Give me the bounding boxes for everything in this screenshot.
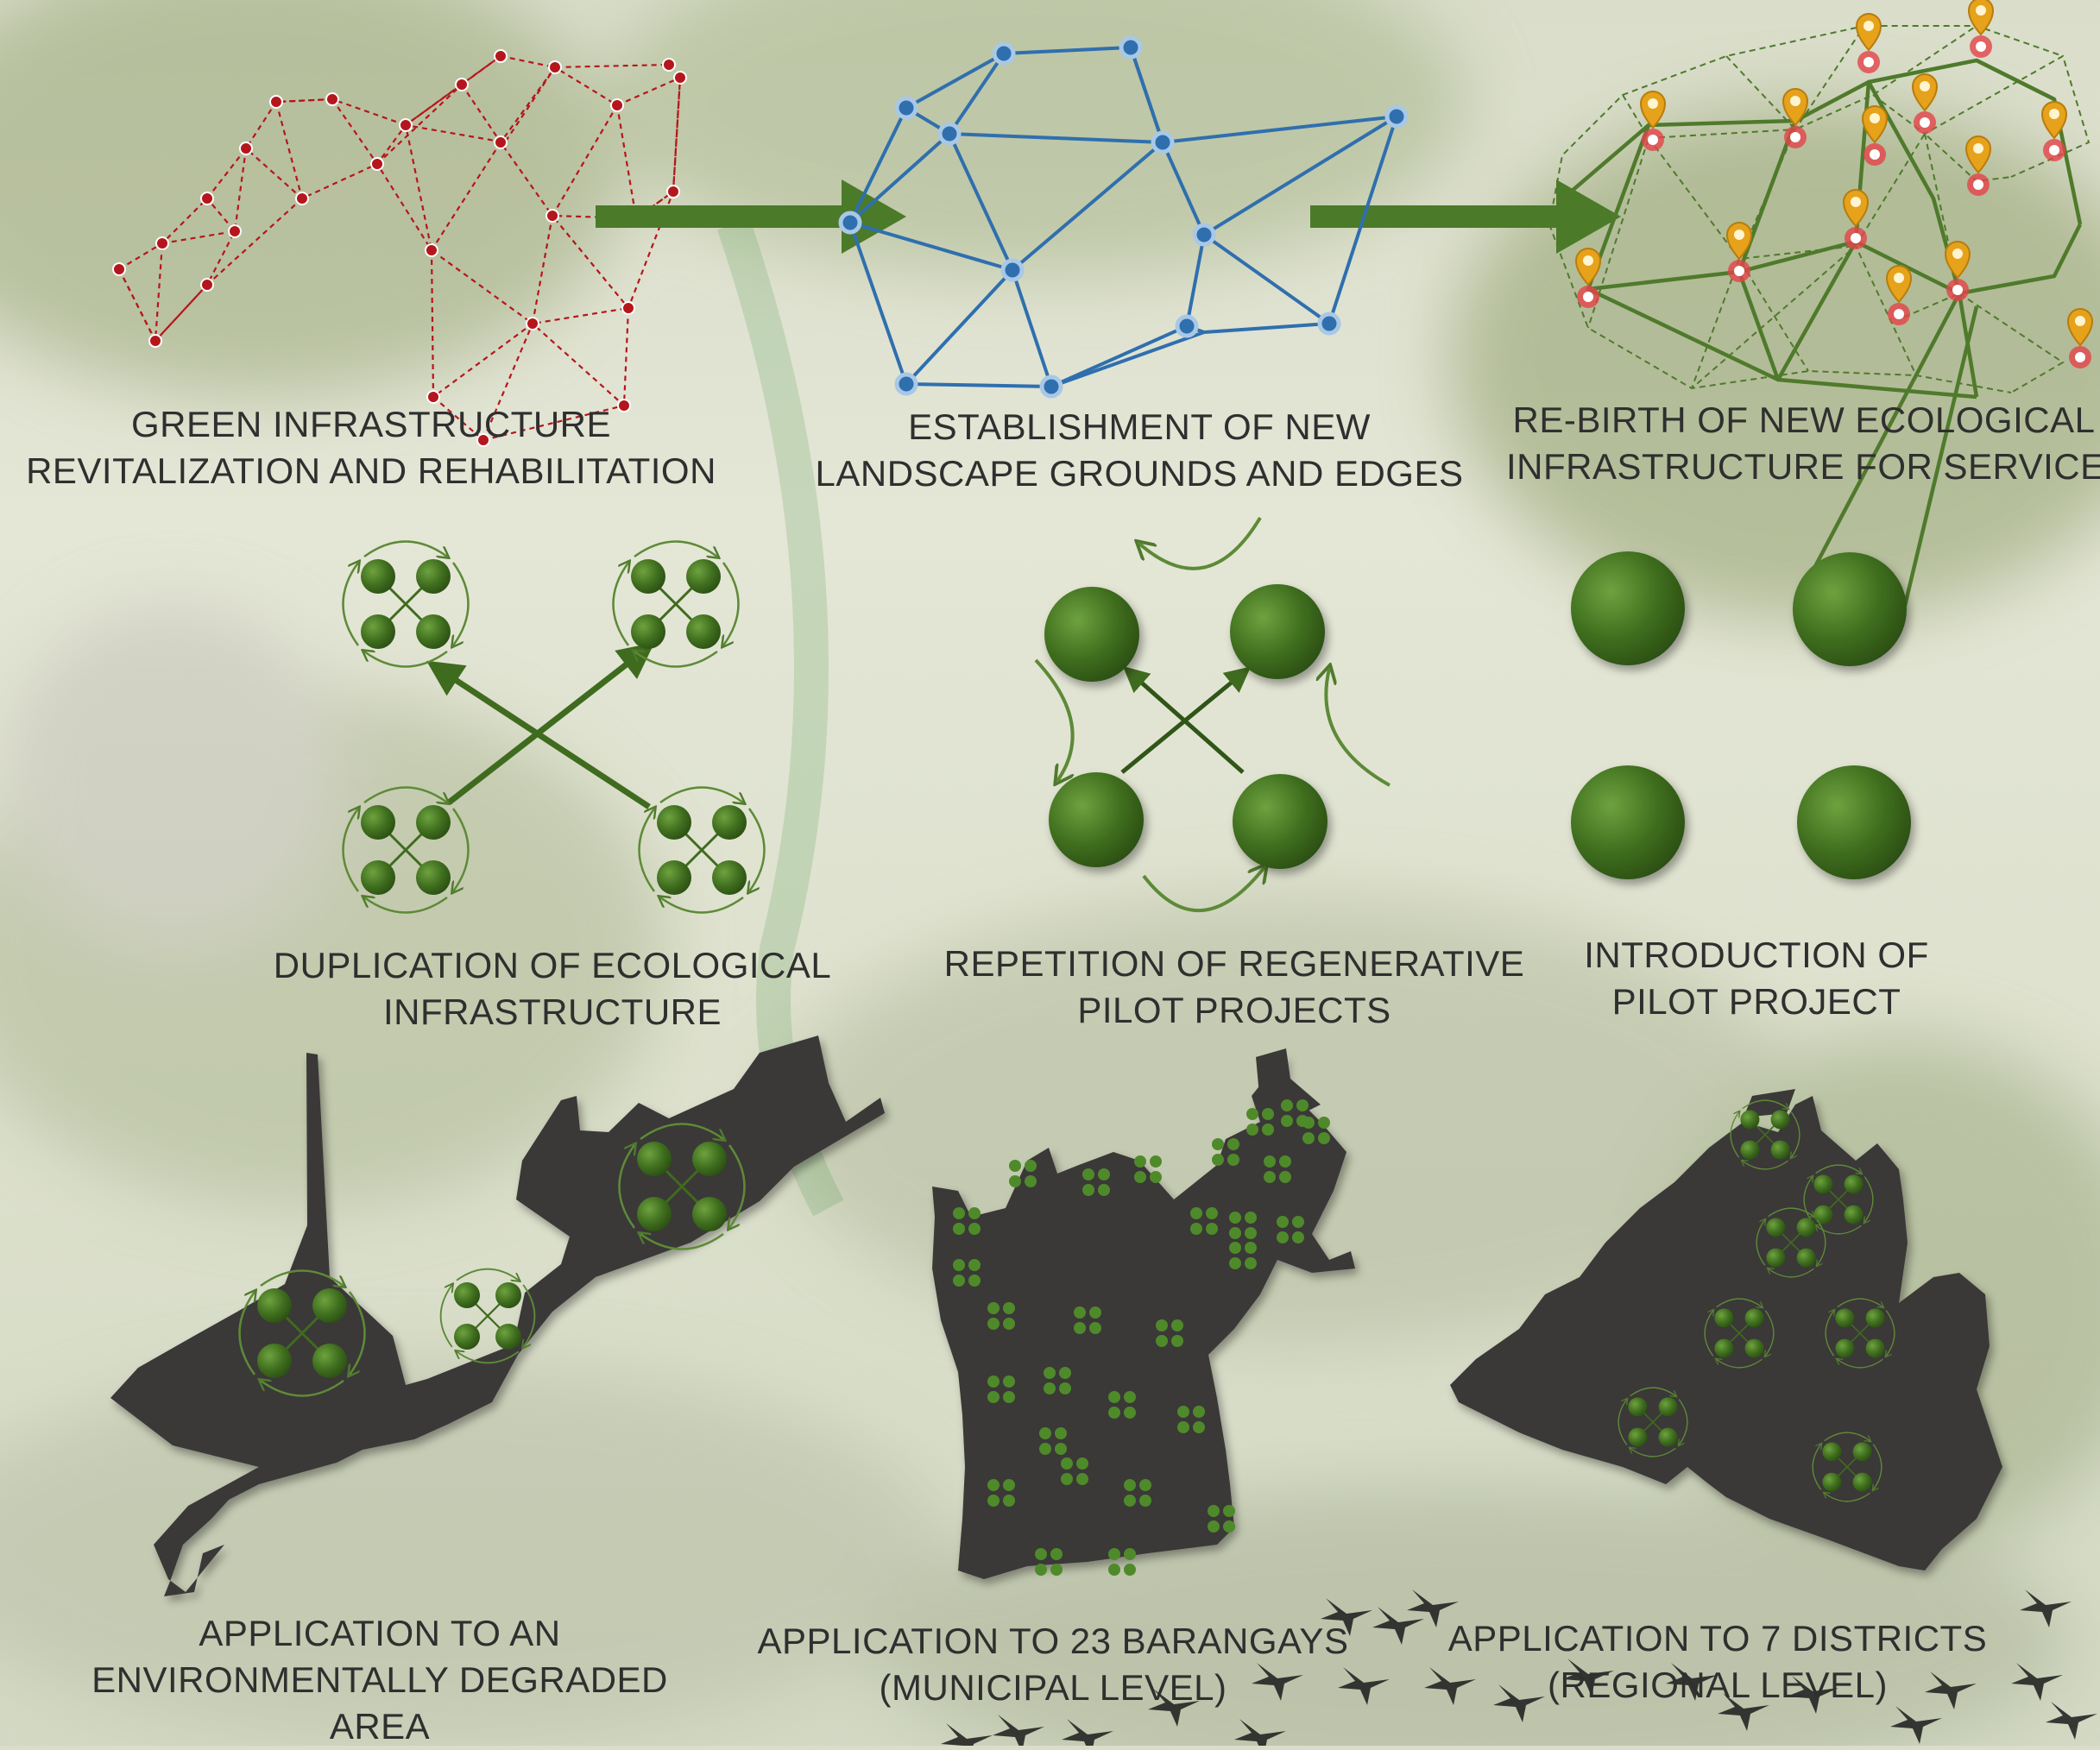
bird-icon [1062,1719,1113,1746]
leader-lines [1794,292,1979,614]
location-pin-icon [1575,248,1601,309]
bird-icon [941,1723,993,1746]
caption-rebirth: RE-BIRTH OF NEW ECOLOGICAL INFRASTRUCTUR… [1506,400,2100,487]
arrow-blue-to-green [1310,179,1621,254]
green-solid-network [1556,58,2083,400]
caption-degraded-area: APPLICATION TO AN ENVIRONMENTALLY DEGRAD… [91,1613,668,1747]
location-pin-icon [1640,91,1666,152]
caption-repetition: REPETITION OF REGENERATIVE PILOT PROJECT… [943,943,1525,1030]
caption-districts: APPLICATION TO 7 DISTRICTS (REGIONAL LEV… [1447,1618,1988,1705]
caption-introduction: INTRODUCTION OF PILOT PROJECT [1584,935,1929,1022]
caption-duplication: DUPLICATION OF ECOLOGICAL INFRASTRUCTURE [273,945,832,1032]
pilot-project-circles [1571,551,1911,879]
location-pin-icon [1912,73,1938,135]
green-dashed-network [1548,25,2091,393]
bird-icon [2011,1663,2063,1701]
location-pin-icon [1945,241,1971,302]
degraded-area-map [110,1036,885,1596]
location-pins [1575,0,2093,369]
location-pin-icon [1886,265,1912,326]
red-dotted-network [118,54,682,442]
caption-barangays: APPLICATION TO 23 BARANGAYS (MUNICIPAL L… [757,1621,1349,1708]
bird-icon [2020,1589,2072,1627]
bird-icon [1890,1706,1942,1744]
duplication-diagram [344,542,765,913]
municipal-barangays-map [932,1048,1355,1579]
repetition-diagram [1034,516,1391,913]
regional-districts-map [1450,1089,2002,1571]
location-pin-icon [1965,135,1991,197]
bird-icon [993,1715,1044,1746]
bird-icon [1234,1719,1286,1746]
location-pin-icon [1782,88,1808,149]
location-pin-icon [2067,308,2093,369]
location-pin-icon [1843,189,1869,250]
caption-green-infrastructure: GREEN INFRASTRUCTURE REVITALIZATION AND … [26,404,716,491]
bird-icon [1372,1607,1424,1645]
bird-icon [2046,1702,2097,1740]
location-pin-icon [1856,13,1882,74]
blue-network-nodes [838,35,1409,399]
caption-new-landscape: ESTABLISHMENT OF NEW LANDSCAPE GROUNDS A… [815,406,1464,494]
location-pin-icon [1862,105,1888,167]
red-network-nodes [112,49,687,447]
arrow-red-to-blue [596,179,906,254]
